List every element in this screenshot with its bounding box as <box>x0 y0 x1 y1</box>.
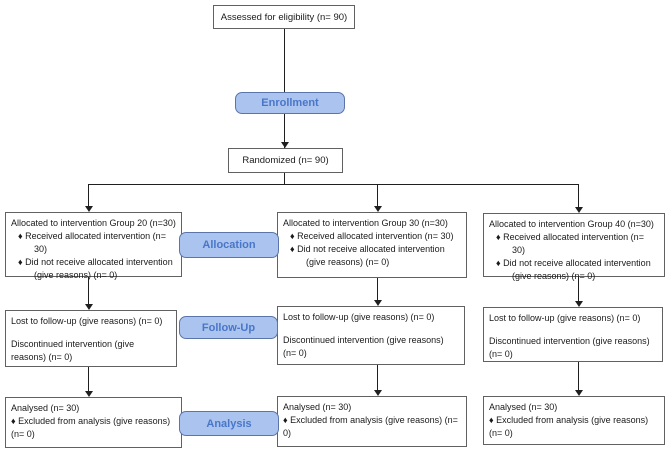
analysis-label: Analysis <box>206 417 252 430</box>
stage-badge-allocation: Allocation <box>179 232 279 258</box>
bullet-icon: ♦ <box>290 244 295 254</box>
allocation-title: Allocated to intervention Group 40 (n=30… <box>489 219 654 229</box>
arrowhead-an-right <box>575 390 583 396</box>
analysis-box-group-30: Analysed (n= 30) ♦ Excluded from analysi… <box>277 396 467 447</box>
stage-badge-followup: Follow-Up <box>179 316 278 339</box>
allocation-not-received-line: ♦ Did not receive allocated intervention… <box>290 244 445 267</box>
bullet-icon: ♦ <box>496 258 501 268</box>
bullet-icon: ♦ <box>290 231 295 241</box>
arrowhead-alloc-right <box>575 207 583 213</box>
analysed-title: Analysed (n= 30) <box>283 402 352 412</box>
excluded-line: ♦ Excluded from analysis (give reasons) … <box>11 416 171 439</box>
arrowhead-fu-right <box>575 301 583 307</box>
followup-label: Follow-Up <box>201 321 256 334</box>
arrowhead-randomized <box>281 142 289 148</box>
followup-box-group-20: Lost to follow-up (give reasons) (n= 0) … <box>5 310 177 367</box>
allocation-not-received-line: ♦ Did not receive allocated intervention… <box>18 257 173 280</box>
bullet-icon: ♦ <box>11 416 16 426</box>
arrowhead-fu-left <box>85 304 93 310</box>
branch-line <box>88 184 579 185</box>
allocation-title: Allocated to intervention Group 30 (n=30… <box>283 218 448 228</box>
allocation-not-received-line: ♦ Did not receive allocated intervention… <box>496 258 651 281</box>
allocation-received-line: ♦ Received allocated intervention (n= 30… <box>290 231 454 241</box>
drop-line-left <box>88 184 89 207</box>
analysis-box-group-20: Analysed (n= 30) ♦ Excluded from analysi… <box>5 397 182 448</box>
connector-fu-an-right <box>578 362 579 391</box>
bullet-icon: ♦ <box>489 415 494 425</box>
analysed-title: Analysed (n= 30) <box>489 402 558 412</box>
assessed-eligibility-text: Assessed for eligibility (n= 90) <box>220 11 348 23</box>
allocation-received-line: ♦ Received allocated intervention (n= 30… <box>18 231 166 254</box>
enrollment-label: Enrollment <box>261 97 319 109</box>
discontinued-line: Discontinued intervention (give reasons)… <box>11 339 135 362</box>
allocation-box-group-40: Allocated to intervention Group 40 (n=30… <box>483 213 665 281</box>
drop-line-right <box>578 184 579 208</box>
discontinued-line: Discontinued intervention (give reasons)… <box>283 335 444 358</box>
assessed-eligibility-box: Assessed for eligibility (n= 90) <box>213 5 355 29</box>
randomized-text: Randomized (n= 90) <box>242 155 329 166</box>
excluded-line: ♦ Excluded from analysis (give reasons) … <box>283 415 458 438</box>
connector-alloc-fu-left <box>88 277 89 305</box>
connector-randomized-stub <box>284 173 285 184</box>
connector-fu-an-middle <box>377 365 378 391</box>
followup-box-group-30: Lost to follow-up (give reasons) (n= 0) … <box>277 306 465 365</box>
arrowhead-an-middle <box>374 390 382 396</box>
connector-fu-an-left <box>88 367 89 392</box>
allocation-label: Allocation <box>202 239 256 251</box>
stage-badge-analysis: Analysis <box>179 411 279 436</box>
bullet-icon: ♦ <box>283 415 288 425</box>
allocation-box-group-30: Allocated to intervention Group 30 (n=30… <box>277 212 467 278</box>
bullet-icon: ♦ <box>18 231 23 241</box>
drop-line-middle <box>377 184 378 207</box>
lost-to-followup-line: Lost to follow-up (give reasons) (n= 0) <box>283 312 435 322</box>
allocation-received-line: ♦ Received allocated intervention (n= 30… <box>496 232 644 255</box>
bullet-icon: ♦ <box>496 232 501 242</box>
excluded-line: ♦ Excluded from analysis (give reasons) … <box>489 415 649 438</box>
analysis-box-group-40: Analysed (n= 30) ♦ Excluded from analysi… <box>483 396 665 445</box>
randomized-box: Randomized (n= 90) <box>228 148 343 173</box>
stage-badge-enrollment: Enrollment <box>235 92 345 114</box>
allocation-title: Allocated to intervention Group 20 (n=30… <box>11 218 176 228</box>
connector-alloc-fu-right <box>578 277 579 302</box>
bullet-icon: ♦ <box>18 257 23 267</box>
arrowhead-an-left <box>85 391 93 397</box>
allocation-box-group-20: Allocated to intervention Group 20 (n=30… <box>5 212 182 280</box>
arrowhead-fu-middle <box>374 300 382 306</box>
connector-alloc-fu-middle <box>377 278 378 301</box>
followup-box-group-40: Lost to follow-up (give reasons) (n= 0) … <box>483 307 663 362</box>
connector-assessed-to-randomized <box>284 29 285 148</box>
discontinued-line: Discontinued intervention (give reasons)… <box>489 336 650 359</box>
arrowhead-alloc-left <box>85 206 93 212</box>
analysed-title: Analysed (n= 30) <box>11 403 80 413</box>
lost-to-followup-line: Lost to follow-up (give reasons) (n= 0) <box>489 313 641 323</box>
lost-to-followup-line: Lost to follow-up (give reasons) (n= 0) <box>11 316 163 326</box>
arrowhead-alloc-middle <box>374 206 382 212</box>
